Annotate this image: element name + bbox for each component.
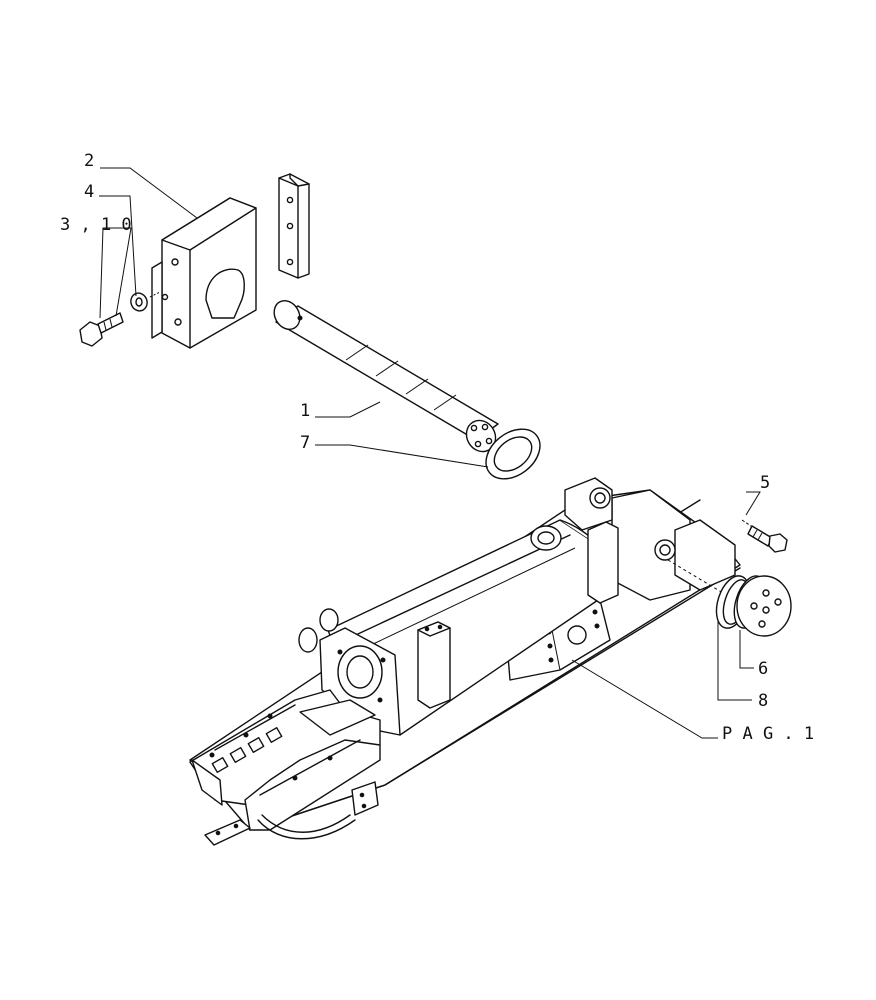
shim-washer-7: [485, 428, 541, 480]
cover-6: [733, 575, 792, 637]
label-4: 4: [84, 182, 94, 202]
label-2: 2: [84, 151, 94, 171]
label-8: 8: [758, 691, 768, 711]
pivot-pin-1: [273, 299, 499, 453]
support-block: [151, 197, 257, 349]
bolt-5: [741, 519, 788, 553]
axle-housing: [189, 477, 741, 846]
label-6: 6: [758, 659, 768, 679]
label-1: 1: [300, 401, 310, 421]
bolt-3-10: [79, 312, 124, 347]
label-page-reference: P A G . 1: [722, 724, 814, 744]
leader-lines: [99, 167, 761, 739]
label-7: 7: [300, 433, 310, 453]
label-3-10: 3 , 1 0: [60, 215, 132, 235]
retaining-plate: [278, 173, 310, 279]
callout-labels: 2 4 3 , 1 0 1 7 5 6 8 P A G . 1: [60, 151, 814, 744]
label-5: 5: [760, 473, 770, 493]
